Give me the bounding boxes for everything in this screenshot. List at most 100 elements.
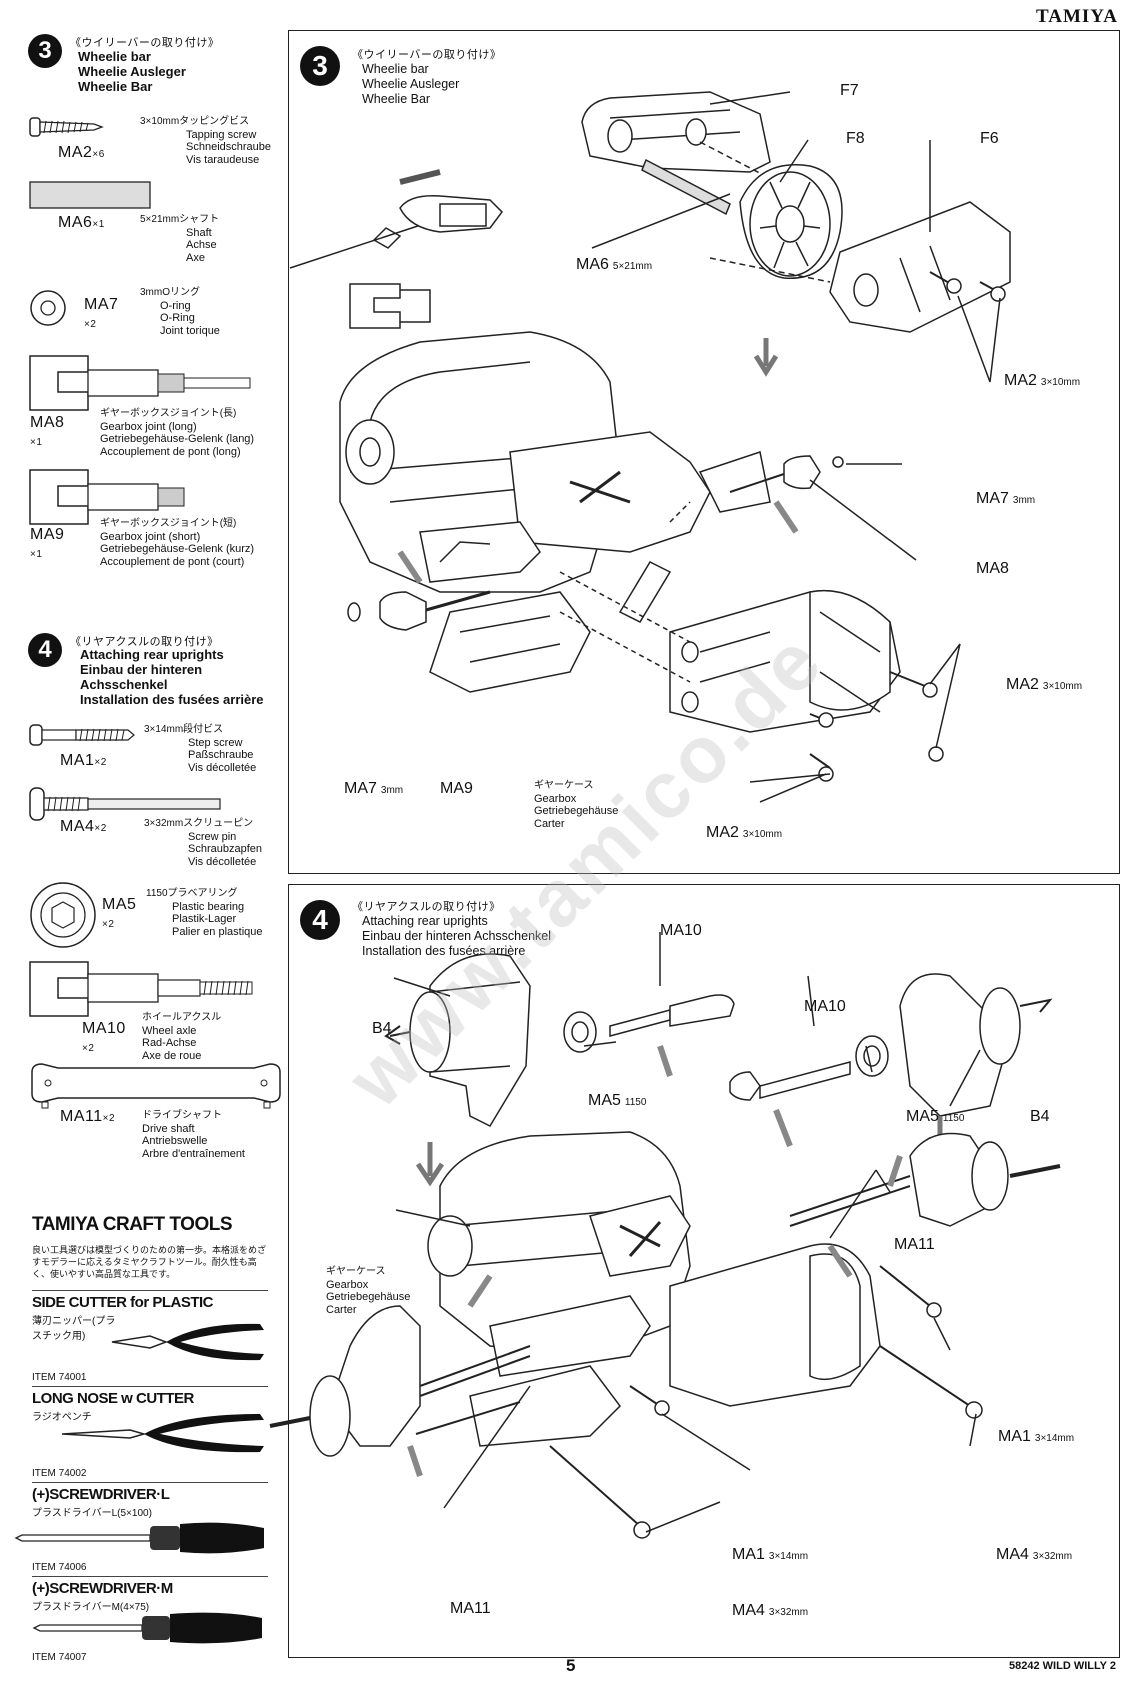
step4-panel (288, 884, 1120, 1658)
step4-title-en: Attaching rear uprights (80, 647, 224, 662)
label-ma8: MA8 (976, 560, 1009, 577)
step4-title-de1: Einbau der hinteren (80, 662, 203, 677)
part-ma9-code: MA9×1 (30, 526, 65, 560)
part-ma8-code: MA8×1 (30, 414, 65, 448)
part-ma5-desc: 1150プラベアリング Plastic bearing Plastik-Lage… (146, 888, 263, 938)
divider (32, 1290, 268, 1291)
step3-diagram (289, 91, 1011, 803)
tool-screwdriver-l-jp: プラスドライバーL(5×100) (32, 1508, 152, 1519)
label-f8: F8 (846, 130, 865, 147)
label-ma11-left: MA11 (450, 1600, 491, 1617)
panel4-number: 4 (300, 900, 340, 940)
step3-title-en: Wheelie bar (78, 49, 151, 64)
tool-screwdriver-l-name: (+)SCREWDRIVER·L (32, 1486, 170, 1503)
craft-tools-title: TAMIYA CRAFT TOOLS (32, 1214, 233, 1235)
tool-long-nose-item: ITEM 74002 (32, 1468, 87, 1479)
part-ma11-desc: ドライブシャフト Drive shaft Antriebswelle Arbre… (142, 1110, 245, 1160)
panel3-title-en: Wheelie bar (362, 62, 429, 76)
wheel-axle-icon (29, 961, 253, 1017)
part-ma11-code: MA11×2 (60, 1108, 116, 1125)
part-ma1-desc: 3×14mm段付ビス Step screw Paßschraube Vis dé… (144, 724, 257, 774)
part-ma7-code: MA7×2 (84, 296, 119, 330)
screwdriver-large-icon (14, 1522, 264, 1554)
screwdriver-medium-icon (32, 1612, 262, 1644)
step3-title-jp: 《ウイリーバーの取り付け》 (70, 37, 220, 49)
label-gearbox-4: ギヤーケース Gearbox Getriebegehäuse Carter (326, 1266, 411, 1316)
part-ma7-desc: 3mmOリング O-ring O-Ring Joint torique (140, 287, 220, 337)
tool-screwdriver-l-item: ITEM 74006 (32, 1562, 87, 1573)
screw-pin-icon (29, 787, 221, 821)
tool-screwdriver-m-jp: プラスドライバーM(4×75) (32, 1602, 150, 1613)
step4-diagram (269, 932, 1061, 1539)
label-b4-left: B4 (372, 1020, 392, 1037)
label-f6: F6 (980, 130, 999, 147)
step-screw-icon (29, 724, 135, 746)
step3-number: 3 (28, 34, 62, 68)
part-ma10-code: MA10×2 (82, 1020, 126, 1054)
step3-title-fr: Wheelie Bar (78, 79, 153, 94)
panel3-number: 3 (300, 46, 340, 86)
divider (32, 1386, 268, 1387)
tool-long-nose-name: LONG NOSE w CUTTER (32, 1390, 194, 1407)
label-b4-right: B4 (1030, 1108, 1050, 1125)
gearbox-joint-short-icon (29, 469, 185, 525)
step4-title-jp: 《リヤアクスルの取り付け》 (70, 636, 219, 648)
label-ma9: MA9 (440, 780, 473, 797)
divider (32, 1482, 268, 1483)
tapping-screw-icon (29, 117, 104, 137)
part-ma2-code: MA2×6 (58, 144, 105, 161)
part-ma6-code: MA6×1 (58, 214, 105, 231)
long-nose-plier-icon (61, 1414, 264, 1453)
label-ma10-left: MA10 (660, 922, 702, 939)
divider (32, 1576, 268, 1577)
panel3-title-jp: 《ウイリーバーの取り付け》 (352, 49, 502, 61)
gearbox-joint-long-icon (29, 355, 251, 411)
part-ma8-desc: ギヤーボックスジョイント(長) Gearbox joint (long) Get… (100, 408, 255, 458)
tool-screwdriver-m-name: (+)SCREWDRIVER·M (32, 1580, 173, 1597)
shaft-icon (29, 181, 151, 209)
page-number: 5 (566, 1656, 576, 1675)
craft-tools-desc: 良い工具選びは模型づくりのための第一歩。本格派をめざすモデラーに応えるタミヤクラ… (32, 1245, 267, 1279)
label-ma10-right: MA10 (804, 998, 846, 1015)
brand-logo: TAMIYA (1035, 6, 1118, 27)
part-ma4-code: MA4×2 (60, 818, 107, 835)
o-ring-icon (30, 290, 66, 326)
panel4-title-de: Einbau der hinteren Achsschenkel (362, 929, 552, 943)
drive-shaft-icon (31, 1063, 281, 1109)
plastic-bearing-icon (30, 882, 96, 948)
panel3-title-de: Wheelie Ausleger (362, 77, 460, 91)
part-ma6-desc: 5×21mmシャフト Shaft Achse Axe (140, 214, 220, 264)
tool-side-cutter-item: ITEM 74001 (32, 1372, 87, 1383)
part-ma1-code: MA1×2 (60, 752, 107, 769)
step4-number: 4 (28, 633, 62, 667)
step4-title-fr: Installation des fusées arrière (80, 692, 264, 707)
panel3-title-fr: Wheelie Bar (362, 92, 431, 106)
part-ma4-desc: 3×32mmスクリューピン Screw pin Schraubzapfen Vi… (144, 818, 262, 868)
panel4-title-jp: 《リヤアクスルの取り付け》 (352, 901, 501, 913)
tool-long-nose-jp: ラジオペンチ (32, 1412, 92, 1423)
part-ma9-desc: ギヤーボックスジョイント(短) Gearbox joint (short) Ge… (100, 518, 255, 568)
tool-side-cutter-jp: 薄刃ニッパー(プラスチック用) (32, 1316, 116, 1342)
side-cutter-icon (111, 1323, 264, 1361)
step4-title-de2: Achsschenkel (80, 677, 168, 692)
step3-panel (288, 30, 1120, 874)
label-gearbox-3: ギヤーケース Gearbox Getriebegehäuse Carter (534, 780, 619, 830)
part-ma2-desc: 3×10mmタッピングビス Tapping screw Schneidschra… (140, 116, 272, 166)
tool-screwdriver-m-item: ITEM 74007 (32, 1652, 87, 1663)
label-f7: F7 (840, 82, 859, 99)
part-ma5-code: MA5×2 (102, 896, 137, 930)
label-ma11-right: MA11 (894, 1236, 935, 1253)
step3-title-de: Wheelie Ausleger (78, 64, 186, 79)
